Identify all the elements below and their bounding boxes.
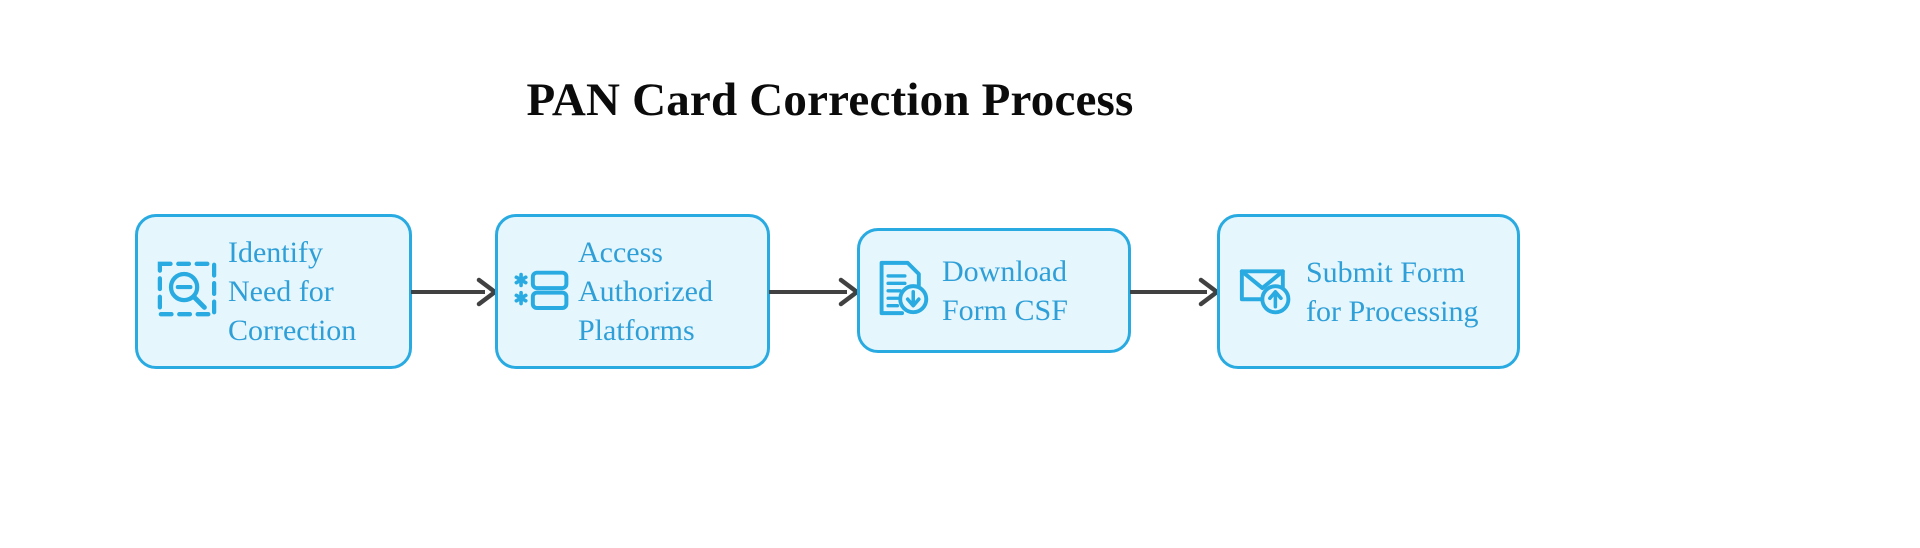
connector-arrow-3	[1130, 277, 1221, 307]
flow-node-access-platforms[interactable]: Access Authorized Platforms	[495, 214, 770, 369]
page-title: PAN Card Correction Process	[526, 74, 1134, 126]
asterisk-list-icon	[512, 260, 570, 323]
flow-node-identify-need[interactable]: Identify Need for Correction	[135, 214, 412, 369]
flow-node-label: Access Authorized Platforms	[578, 236, 713, 347]
flow-node-label: Submit Form for Processing	[1306, 255, 1479, 328]
flow-node-label: Download Form CSF	[942, 254, 1068, 327]
connector-arrow-1	[411, 277, 499, 307]
process-flow: Identify Need for Correction	[0, 200, 1920, 390]
zoom-out-scan-icon	[156, 258, 218, 325]
flow-node-download-form[interactable]: Download Form CSF	[857, 228, 1131, 353]
flow-node-submit-form[interactable]: Submit Form for Processing	[1217, 214, 1520, 369]
envelope-upload-icon	[1238, 262, 1296, 321]
flow-node-label: Identify Need for Correction	[228, 236, 357, 347]
connector-arrow-2	[769, 277, 861, 307]
document-download-icon	[876, 259, 930, 322]
